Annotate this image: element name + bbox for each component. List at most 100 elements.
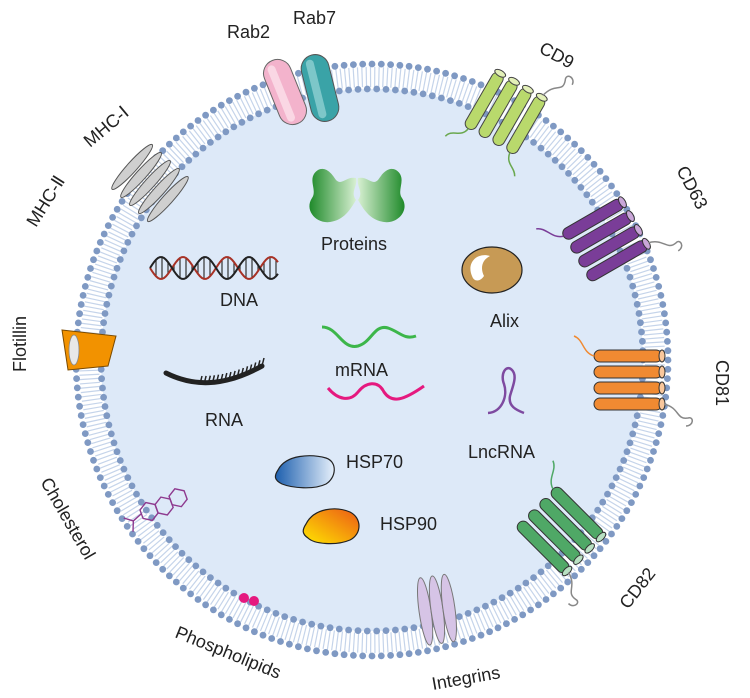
lipid-head [286,640,293,648]
lipid-head [401,87,409,95]
lipid-head [84,274,92,281]
lipid-head [590,160,598,168]
lipid-head [396,61,404,69]
lipid-head [664,375,671,382]
lipid-head [424,65,431,73]
rna-base [211,375,216,384]
lipid-head [308,620,316,628]
lipid-head [577,565,585,573]
lipid-head [110,273,118,281]
lipid-head [623,507,631,515]
rna-base [228,371,232,381]
lipid-head [172,134,180,142]
lipid-head [142,506,150,514]
lipid-head [97,366,105,373]
lipid-head [662,319,670,327]
lipid-head [387,61,394,68]
lipid-head [664,365,672,373]
label-mhc2: MHC-Ⅱ [22,172,69,230]
lipid-head [652,439,660,446]
lipid-head [207,139,214,146]
lipid-head [447,97,454,104]
lipid-head [113,205,121,213]
lipid-head [113,507,121,515]
rna-base [224,372,228,382]
lipid-head [96,474,104,481]
lipid-head [313,647,320,655]
lipid-head [134,538,142,545]
lipid-head [304,645,311,653]
mhc-protein [111,143,189,223]
lipid-head [165,536,173,544]
lipid-head [222,584,230,592]
label-cd82: CD82 [615,564,659,613]
lipid-head [331,650,339,658]
lipid-head [133,490,140,498]
lipid-head [537,144,545,152]
lipid-head [468,78,476,85]
lipid-head [238,118,246,126]
lipid-head [354,627,362,634]
lipid-head [246,114,254,122]
lipid-head [596,545,604,553]
lipid-head [537,568,545,576]
lipid-head [202,111,210,119]
lipid-head [217,611,225,619]
cd63-protein [536,196,683,282]
lipid-head [128,230,136,238]
lipid-head [146,552,154,560]
lipid-head [433,67,440,75]
lipid-head [116,256,124,263]
lipid-head [647,256,654,264]
lipid-head [664,347,672,355]
lipid-head [464,610,472,617]
alix-icon [461,246,523,294]
label-rna: RNA [205,410,243,430]
lipid-head [73,384,81,392]
lipid-head [118,515,126,522]
lipid-head [73,375,80,382]
lipid-head [519,611,527,619]
lipid-head [628,499,635,506]
lipid-head [172,543,179,550]
rna-base [236,369,240,378]
lipid-head [187,590,195,598]
lipid-head [473,606,481,614]
lipid-head [640,474,648,481]
lipid-head [363,627,371,635]
lipid-head [490,598,498,606]
lipid-head [424,647,431,655]
lipid-head [542,117,550,124]
lipid-head [128,482,136,490]
lipid-head [87,265,94,272]
protein-dimer-icon [309,168,405,223]
lipid-head [544,150,552,158]
lipid-head [159,565,167,573]
cd9-protein [444,68,574,177]
lipid-head [345,86,352,94]
lipid-head [331,62,339,70]
lipid-head [583,191,591,199]
lipid-head [410,624,418,632]
lipid-head [613,523,621,530]
label-mhc1: MHC-Ⅰ [80,102,133,151]
lipid-head [76,310,83,318]
lipid-head [137,498,145,506]
lipid-head [74,319,82,327]
lipid-head [477,631,485,639]
lipid-head [354,86,362,93]
lipid-head [202,601,210,609]
cd82-protein [516,460,607,607]
rna-base [219,373,224,383]
lipid-head [638,328,645,336]
lipid-head [558,163,566,171]
lipid-head [99,328,106,336]
lipid-head [405,62,413,70]
lipid-head [626,273,634,281]
label-rab2: Rab2 [227,22,270,42]
lipid-head [268,635,276,642]
rna-base [261,357,265,367]
lipid-head [104,491,112,498]
cd81-protein [573,335,693,427]
lipid-head [179,128,187,136]
